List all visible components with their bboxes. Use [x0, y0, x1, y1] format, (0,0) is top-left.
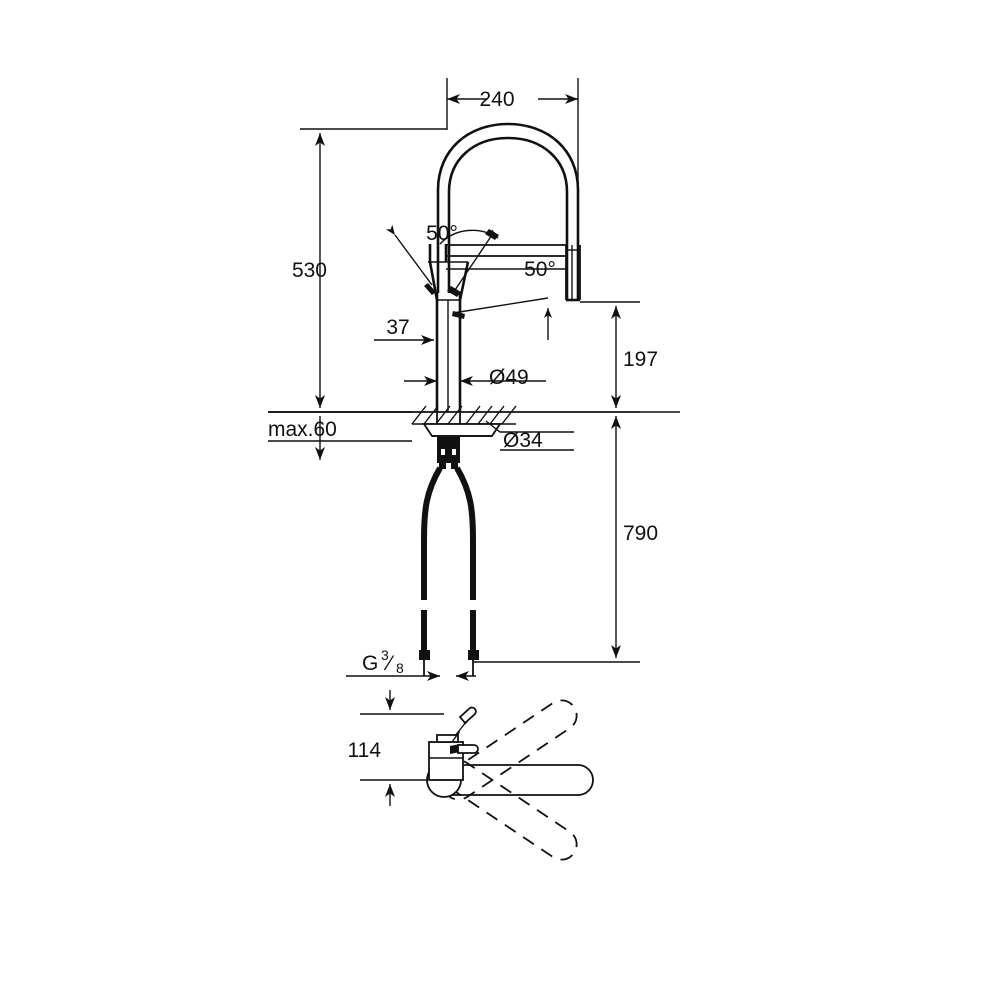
base-flange [422, 423, 502, 437]
dimension-swivel-depth: 114 [348, 690, 444, 806]
plan-view-geometry: 114 [348, 690, 594, 861]
dimension-label-overall-height: 530 [292, 259, 327, 282]
dimension-label-body-diameter: Ø49 [489, 366, 529, 389]
dimension-max-deck-thickness: max.60 [268, 411, 412, 460]
plan-spout-swivel-down [442, 759, 578, 861]
dimension-label-max-deck-thickness: max.60 [268, 418, 337, 441]
dimension-spout-reach: 240 [446, 78, 579, 300]
dimension-label-spout-reach: 240 [479, 88, 514, 111]
dimension-label-angle-right: 50° [524, 258, 556, 281]
dimension-label-angle-left: 50° [426, 222, 458, 245]
plan-valve-body [426, 734, 464, 798]
connection-housing [437, 437, 460, 469]
elevation-view-geometry: 240 530 50° 50° 37 [268, 78, 680, 681]
dimension-label-swivel-depth: 114 [348, 739, 382, 762]
spout-inner-profile [447, 136, 569, 300]
pullout-hose-arrow [452, 297, 552, 340]
deck-hatch-right [465, 405, 517, 425]
dimension-overall-height: 530 [292, 128, 447, 408]
dimension-label-supply-thread-numerator: 3 [381, 647, 389, 663]
plan-lever-solid [450, 744, 479, 754]
leader-line-d34 [485, 420, 574, 433]
dimension-label-outlet-height: 197 [623, 348, 658, 371]
swivel-arrow-arc [439, 229, 499, 245]
plan-lever-dashed [451, 706, 477, 743]
dimension-body-diameter: Ø49 [404, 366, 546, 389]
dimension-outlet-height: 197 [580, 301, 658, 408]
dimension-label-total-height: 790 [623, 522, 658, 545]
dimension-lever-offset: 37 [374, 316, 434, 345]
hose-left [419, 466, 443, 676]
dimension-angle-left: 50° [426, 222, 458, 245]
dimension-total-height: 790 [268, 411, 658, 663]
dimension-supply-thread: G 3 ⁄ 8 [346, 647, 476, 681]
plan-spout-swivel-up [442, 699, 578, 801]
dimension-shank-diameter: Ø34 [485, 420, 574, 452]
dimension-label-supply-thread-denominator: 8 [396, 660, 404, 676]
spray-head [565, 245, 581, 302]
dimension-angle-right: 50° [524, 258, 556, 281]
dimension-label-shank-diameter: Ø34 [503, 429, 543, 452]
dimension-label-supply-thread-letter: G [362, 652, 378, 675]
dimension-label-lever-offset: 37 [386, 316, 409, 339]
spout-outer-profile [436, 122, 580, 300]
lever-handle [446, 244, 566, 270]
lever-lift-arrow-left [385, 224, 436, 295]
hose-right [454, 466, 479, 676]
spout-arc [436, 122, 580, 300]
